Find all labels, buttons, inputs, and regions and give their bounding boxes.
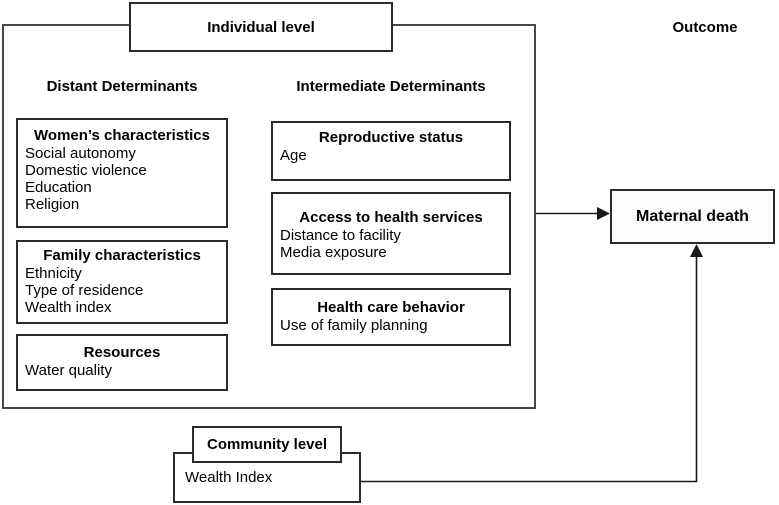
box-title: Access to health services: [299, 209, 483, 226]
box-item: Religion: [25, 196, 80, 213]
box-item: Type of residence: [25, 282, 144, 299]
box-item: Age: [280, 147, 307, 164]
access-to-health-services-box: Access to health services Distance to fa…: [271, 192, 511, 275]
community-level-title-box: Community level: [192, 426, 342, 463]
maternal-death-box: Maternal death: [610, 189, 775, 244]
family-characteristics-box: Family characteristics Ethnicity Type of…: [16, 240, 228, 324]
intermediate-determinants-header: Intermediate Determinants: [296, 78, 486, 95]
maternal-death-label: Maternal death: [636, 207, 749, 225]
womens-characteristics-box: Women’s characteristics Social autonomy …: [16, 118, 228, 228]
box-title: Health care behavior: [317, 299, 465, 316]
box-item: Ethnicity: [25, 265, 82, 282]
individual-level-title-box: Individual level: [129, 2, 393, 52]
outcome-label: Outcome: [672, 19, 738, 36]
box-item: Social autonomy: [25, 145, 136, 162]
distant-determinants-header: Distant Determinants: [46, 78, 198, 95]
community-level-label: Community level: [206, 436, 328, 453]
box-title: Women’s characteristics: [34, 127, 210, 144]
arrow-individual-to-outcome: [536, 207, 610, 220]
wealth-index-label: Wealth Index: [185, 469, 273, 486]
box-item: Wealth index: [25, 299, 112, 316]
box-item: Media exposure: [280, 244, 387, 261]
box-item: Education: [25, 179, 92, 196]
individual-level-label: Individual level: [207, 18, 315, 36]
box-item: Water quality: [25, 362, 112, 379]
box-item: Distance to facility: [280, 227, 401, 244]
reproductive-status-box: Reproductive status Age: [271, 121, 511, 181]
box-item: Use of family planning: [280, 317, 428, 334]
box-title: Reproductive status: [318, 129, 464, 146]
box-title: Resources: [83, 344, 161, 361]
health-care-behavior-box: Health care behavior Use of family plann…: [271, 288, 511, 346]
box-item: Domestic violence: [25, 162, 147, 179]
resources-box: Resources Water quality: [16, 334, 228, 391]
box-title: Family characteristics: [43, 247, 201, 264]
